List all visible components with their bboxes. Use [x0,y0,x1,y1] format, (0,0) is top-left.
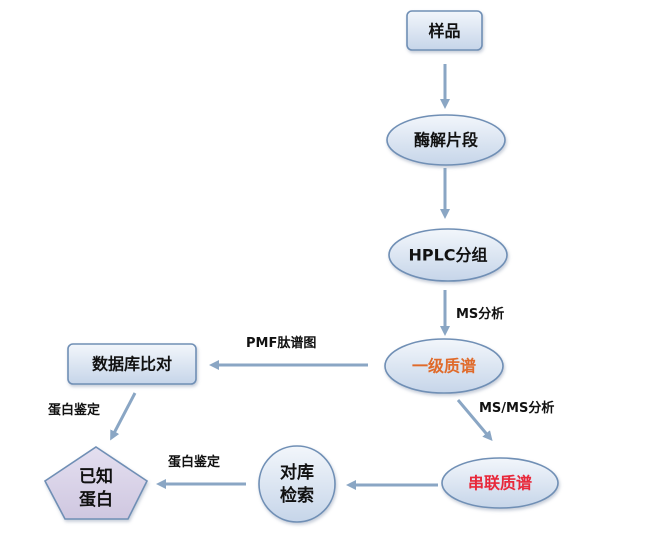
node-lib-search-label-line2: 检索 [280,485,314,506]
node-hplc: HPLC分组 [388,228,508,282]
node-lib-search: 对库 检索 [258,445,336,523]
node-known-protein: 已知 蛋白 [43,446,149,520]
node-known-protein-label-line1: 已知 [79,466,113,487]
node-tandem: 串联质谱 [441,457,559,509]
arrow-ms1-to-tandem [456,399,493,442]
node-known-protein-label-line2: 蛋白 [79,489,113,510]
node-db-compare-label: 数据库比对 [92,355,172,374]
node-enzymolysis-label: 酶解片段 [414,131,479,150]
node-tandem-label: 串联质谱 [468,474,532,493]
edge-label-protein-id-bottom: 蛋白鉴定 [168,454,220,470]
node-enzymolysis: 酶解片段 [386,114,506,166]
node-lib-search-label-line1: 对库 [280,462,314,483]
node-sample: 样品 [406,10,483,51]
node-hplc-label: HPLC分组 [408,246,487,265]
edge-label-ms-analysis: MS分析 [456,306,504,322]
node-db-compare: 数据库比对 [67,343,197,385]
arrow-db-compare-to-known [110,392,137,441]
node-ms1-label: 一级质谱 [412,357,476,376]
node-ms1: 一级质谱 [384,338,504,394]
edge-label-msms-analysis: MS/MS分析 [479,400,554,416]
edge-label-protein-id-left: 蛋白鉴定 [48,402,100,418]
edge-label-pmf: PMF肽谱图 [246,335,316,351]
node-sample-label: 样品 [428,22,460,41]
